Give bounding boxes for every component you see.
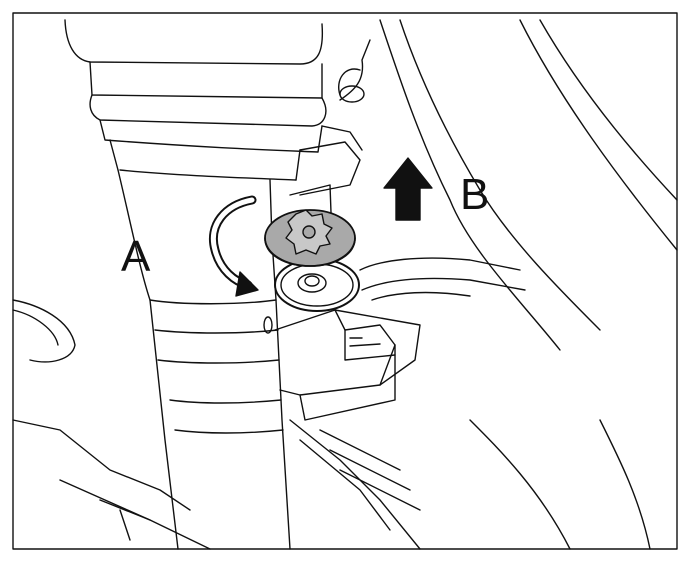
filler-neck xyxy=(117,169,291,550)
arrow-up-icon xyxy=(383,157,433,221)
callout-label-a: A xyxy=(121,232,151,281)
callout-label-b: B xyxy=(460,170,490,219)
figure-border xyxy=(12,12,678,550)
rotate-counterclockwise-arrow-icon xyxy=(209,195,259,297)
coolant-pipes xyxy=(338,19,678,550)
reservoir-tank xyxy=(64,19,327,181)
lower-structure xyxy=(12,299,421,550)
filler-opening xyxy=(274,258,360,312)
reservoir-cap xyxy=(264,209,356,267)
